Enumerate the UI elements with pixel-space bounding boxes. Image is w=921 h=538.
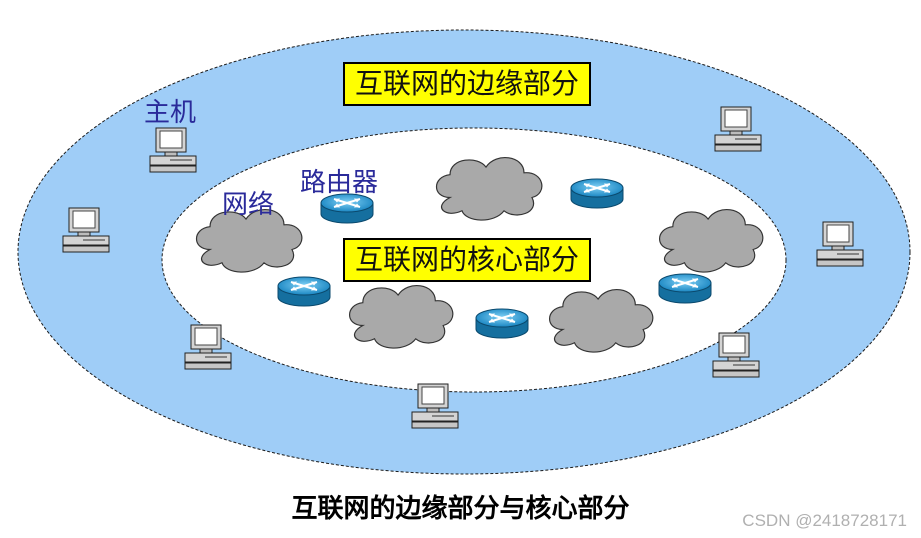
- router-icon: [658, 273, 712, 304]
- router-icon: [277, 276, 331, 307]
- edge-label: 互联网的边缘部分: [343, 62, 592, 106]
- host-tag: 主机: [144, 98, 197, 128]
- core-label: 互联网的核心部分: [343, 238, 592, 282]
- router-icon: [475, 308, 529, 339]
- watermark: CSDN @2418728171: [742, 511, 907, 530]
- router-tag: 路由器: [300, 168, 379, 198]
- diagram-caption: 互联网的边缘部分与核心部分: [291, 494, 630, 524]
- network-tag: 网络: [222, 190, 275, 220]
- router-icon: [570, 178, 624, 209]
